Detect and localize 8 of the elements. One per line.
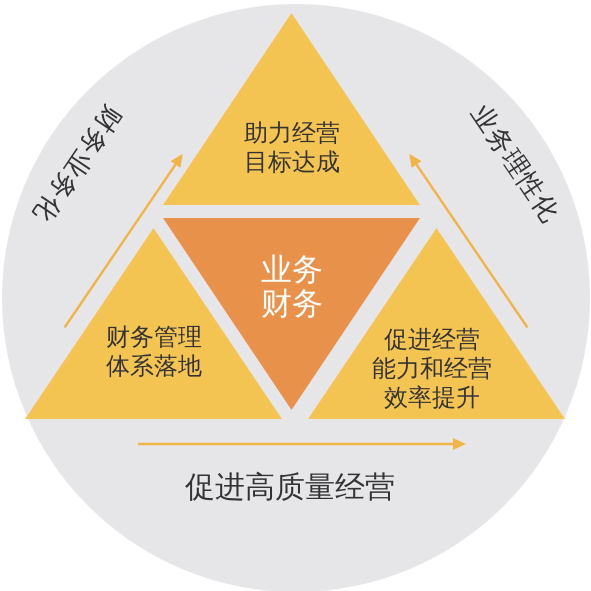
arrow-label: 促进高质量经营 (185, 473, 395, 503)
segment-label: 业务财务 (261, 253, 323, 321)
arrow-label: 业务理性化 (466, 101, 564, 228)
arrow-label: 财务业务化 (28, 101, 126, 228)
triangle-segment (163, 13, 420, 205)
segment-label: 财务管理体系落地 (106, 323, 202, 381)
segment-label: 助力经营目标达成 (244, 119, 340, 177)
segment-label: 促进经营能力和经营效率提升 (372, 326, 492, 412)
